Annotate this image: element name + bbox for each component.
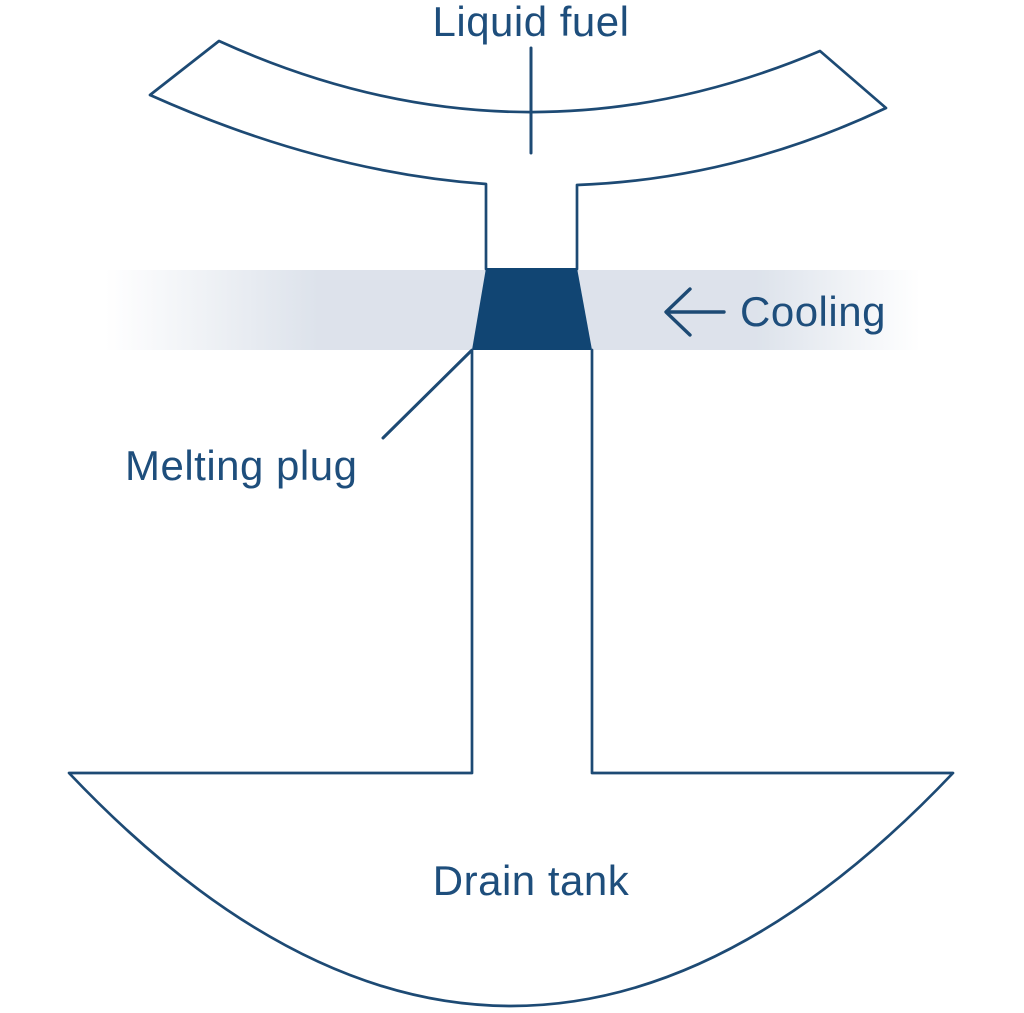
melting-plug-shape: [472, 268, 592, 350]
drain-tank-label: Drain tank: [433, 857, 630, 904]
fuel-funnel-outline: [148, 39, 888, 271]
left-arrow-icon: [664, 287, 726, 337]
melting-plug-label: Melting plug: [125, 442, 357, 489]
liquid-fuel-label: Liquid fuel: [433, 0, 630, 45]
drain-pipe-and-tank-outline: [67, 348, 955, 1008]
melting-plug-pointer-line: [381, 349, 473, 440]
cooling-label: Cooling: [740, 288, 886, 335]
